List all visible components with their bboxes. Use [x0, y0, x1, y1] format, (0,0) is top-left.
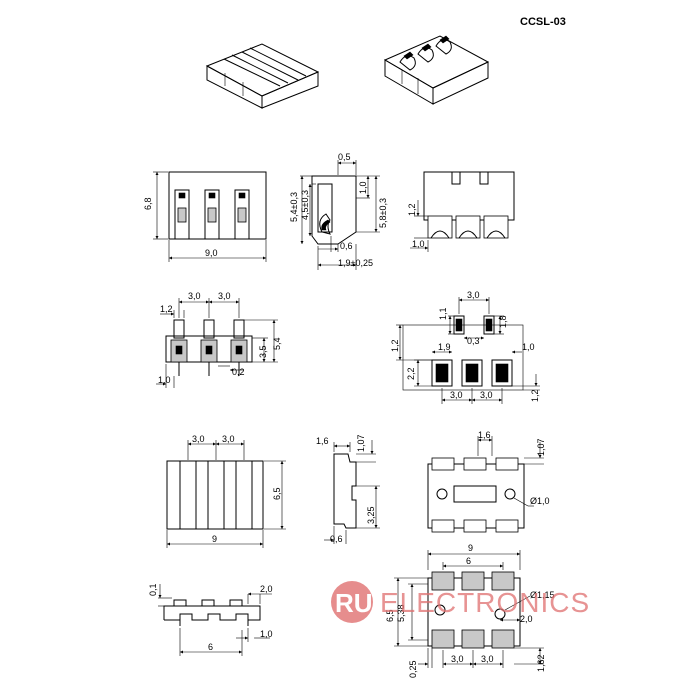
rear-10-label: 1,0	[412, 239, 425, 249]
footprint-view: 9 6 Ø1,15 6,5 5,38 2,0 0,25 3,0 3,0 1,62	[385, 543, 555, 678]
smd-bottom-hole-label: Ø1,0	[530, 496, 550, 506]
side-06-label: 0,6	[340, 241, 353, 251]
side-45-label: 4,5±0,3	[300, 190, 310, 220]
pin-pitch-b: 3,0	[218, 291, 231, 301]
rear-view: 1,2 1,0	[407, 171, 515, 252]
side-54-label: 5,4±0,3	[289, 192, 299, 222]
pad-12-right-label: 1,2	[530, 389, 540, 402]
pad-22-label: 2,2	[406, 367, 416, 380]
smd-width-label: 9	[212, 534, 217, 544]
side-19-label: 1,9±0,25	[338, 258, 373, 268]
watermark-badge-circle	[331, 581, 373, 623]
smd-height-label: 6,5	[272, 487, 282, 500]
smd-front-6-label: 6	[208, 642, 213, 652]
smd-front-10-label: 1,0	[260, 629, 273, 639]
pin-54-label: 5,4	[272, 337, 282, 350]
smd-pitch-a: 3,0	[192, 434, 205, 444]
footprint-20-label: 2,0	[520, 614, 533, 624]
pad-12-left-label: 1,2	[390, 339, 400, 352]
smd-bottom-107-label: 1,07	[536, 438, 546, 456]
rear-12-label: 1,2	[407, 203, 417, 216]
pad-03-label: 0,3	[467, 336, 480, 346]
footprint-6-label: 6	[466, 556, 471, 566]
pad-pitch-label: 3,0	[467, 290, 480, 300]
top-pin-view: 3,0 3,0 1,2 5,4 3,5 1,0 0,2	[156, 291, 282, 388]
pin-02-label: 0,2	[232, 367, 245, 377]
smd-front-01-label: 0,1	[148, 583, 158, 596]
smd-bottom-16-label: 1,6	[478, 430, 491, 440]
footprint-538-label: 5,38	[396, 604, 406, 622]
pad-10-label: 1,0	[522, 342, 535, 352]
front-view: 6,8 9,0	[143, 171, 267, 262]
watermark-text: ELECTRONICS	[380, 587, 590, 618]
part-number: CCSL-03	[520, 16, 566, 28]
pad-layout-view: 3,0 1,1 1,8 0,3 1,2 1,9 1,0 2,2 3,0 3,0 …	[390, 290, 540, 404]
pin-35-label: 3,5	[258, 345, 268, 358]
footprint-hole-label: Ø1,15	[530, 590, 555, 600]
pin-12-label: 1,2	[160, 304, 173, 314]
smd-front-20-label: 2,0	[260, 584, 273, 594]
footprint-pitch-b: 3,0	[481, 654, 494, 664]
side-top-label: 0,5	[338, 152, 351, 162]
smd-side-06-label: 0,6	[330, 534, 343, 544]
smd-side-325-label: 3,25	[366, 506, 376, 524]
iso-view-contacts	[383, 35, 490, 105]
iso-view-top	[205, 43, 320, 109]
smd-top-view: 3,0 3,0 6,5 9	[166, 434, 286, 548]
front-width-label: 9,0	[205, 248, 218, 258]
pad-pitch-a: 3,0	[450, 390, 463, 400]
pin-10-label: 1,0	[158, 375, 171, 385]
watermark: RU ELECTRONICS	[331, 581, 590, 623]
smd-side-16-label: 1,6	[316, 436, 329, 446]
side-10-label: 1,0	[358, 181, 368, 194]
pad-pitch-b: 3,0	[480, 390, 493, 400]
front-height-label: 6,8	[143, 197, 153, 210]
watermark-badge-text: RU	[335, 588, 373, 618]
footprint-pitch-a: 3,0	[451, 654, 464, 664]
smd-bottom-view: 1,6 1,07 Ø1,0	[427, 430, 550, 533]
smd-pitch-b: 3,0	[222, 434, 235, 444]
side-58-label: 5,8±0,3	[378, 198, 388, 228]
pin-pitch-a: 3,0	[188, 291, 201, 301]
pad-19-label: 1,9	[438, 342, 451, 352]
pad-18-label: 1,8	[498, 315, 508, 328]
pad-11-label: 1,1	[438, 307, 448, 320]
smd-side-107-label: 1,07	[356, 434, 366, 452]
footprint-9-label: 9	[468, 543, 473, 553]
footprint-162-label: 1,62	[536, 654, 546, 672]
smd-side-view: 1,6 1,07 3,25 0,6	[316, 434, 380, 544]
smd-front-view: 0,1 2,0 1,0 6	[148, 583, 273, 656]
side-view: 0,5 5,4±0,3 4,5±0,3 1,0 5,8±0,3 0,6 1,9±…	[289, 152, 388, 270]
footprint-65-label: 6,5	[385, 609, 395, 622]
footprint-025-label: 0,25	[408, 660, 418, 678]
